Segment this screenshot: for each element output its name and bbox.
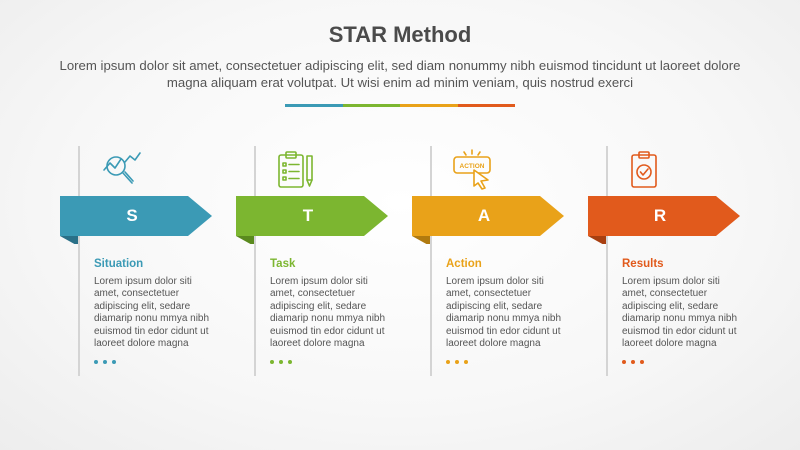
- step-dots: [270, 360, 292, 364]
- step-letter: R: [653, 206, 667, 225]
- step-heading: Task: [270, 258, 296, 270]
- column-divider-line: [78, 146, 80, 376]
- step-column-situation: S Situation Lorem ipsum dolor siti amet,…: [60, 146, 220, 446]
- step-arrow: [236, 196, 388, 244]
- step-column-results: R Results Lorem ipsum dolor siti amet, c…: [588, 146, 748, 446]
- search-analysis-icon: [100, 148, 144, 192]
- step-arrow: [412, 196, 564, 244]
- clipboard-checklist-icon: [276, 148, 320, 192]
- step-column-action: ACTION A Action Lorem ipsum dolor siti a…: [412, 146, 572, 446]
- step-letter: A: [477, 206, 491, 225]
- divider-segment: [457, 104, 515, 107]
- step-letter: S: [126, 206, 138, 225]
- step-dots: [622, 360, 644, 364]
- page-title: STAR Method: [328, 22, 472, 47]
- step-heading: Situation: [94, 258, 144, 270]
- divider-segment: [285, 104, 343, 107]
- step-column-task: T Task Lorem ipsum dolor siti amet, cons…: [236, 146, 396, 446]
- page-subtitle: Lorem ipsum dolor sit amet, consectetuer…: [59, 58, 741, 90]
- divider-segment: [342, 104, 400, 107]
- step-description: Lorem ipsum dolor siti amet, consectetue…: [446, 276, 562, 350]
- step-arrow: [588, 196, 740, 244]
- step-dots: [94, 360, 116, 364]
- step-letter: T: [302, 206, 314, 225]
- divider-segment: [400, 104, 458, 107]
- step-heading: Action: [446, 258, 482, 270]
- title-divider: [285, 104, 515, 107]
- step-dots: [446, 360, 468, 364]
- step-arrow: [60, 196, 212, 244]
- step-heading: Results: [622, 258, 664, 270]
- clipboard-check-icon: [628, 148, 672, 192]
- action-icon-text: ACTION: [460, 163, 485, 170]
- column-divider-line: [606, 146, 608, 376]
- column-divider-line: [430, 146, 432, 376]
- step-description: Lorem ipsum dolor siti amet, consectetue…: [270, 276, 386, 350]
- column-divider-line: [254, 146, 256, 376]
- step-description: Lorem ipsum dolor siti amet, consectetue…: [622, 276, 738, 350]
- step-description: Lorem ipsum dolor siti amet, consectetue…: [94, 276, 210, 350]
- action-click-icon: ACTION: [452, 148, 496, 192]
